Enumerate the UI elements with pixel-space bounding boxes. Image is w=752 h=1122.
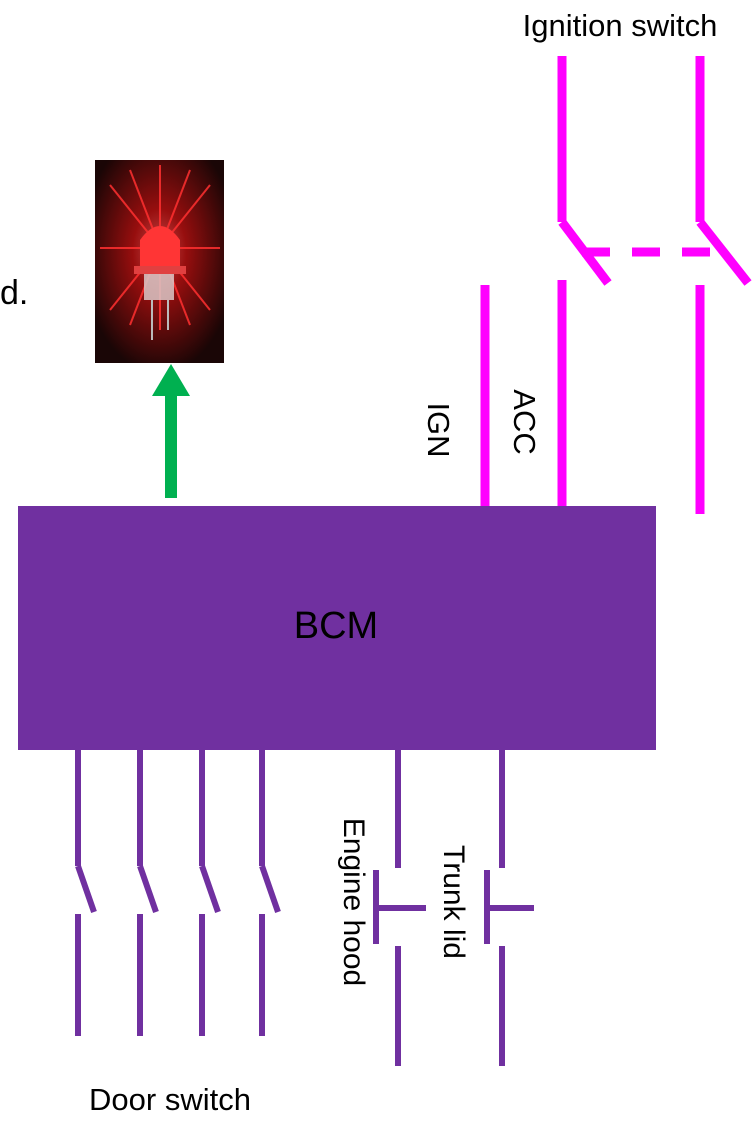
- acc-label: ACC: [507, 389, 542, 454]
- arrow-shaft: [165, 392, 177, 498]
- trunk-lid-switch: [484, 748, 534, 1066]
- up-arrow-icon: [152, 364, 190, 498]
- door-switch-label: Door switch: [89, 1082, 251, 1117]
- ignition-contact-right: [696, 219, 752, 286]
- bcm-label: BCM: [294, 605, 378, 647]
- led-dome: [140, 226, 180, 268]
- ignition-switch-label: Ignition switch: [523, 8, 718, 43]
- trunk-lid-label: Trunk lid: [437, 845, 470, 959]
- door-switch-4: [259, 748, 281, 1036]
- door-switch-2: [137, 748, 159, 1036]
- ign-label: IGN: [421, 402, 456, 457]
- door-switch-1: [75, 748, 97, 1036]
- door-switch-3: [199, 748, 221, 1036]
- engine-hood-switch: [373, 748, 426, 1066]
- lit-red-led-icon: [95, 160, 224, 363]
- bcm-block: [18, 506, 656, 750]
- engine-hood-label: Engine hood: [337, 818, 370, 987]
- cut-off-text: d.: [0, 274, 28, 312]
- led-base: [144, 274, 174, 300]
- ignition-switch: [480, 56, 752, 514]
- arrow-head: [152, 364, 190, 396]
- led-flange: [134, 266, 186, 274]
- door-switches: [75, 748, 281, 1036]
